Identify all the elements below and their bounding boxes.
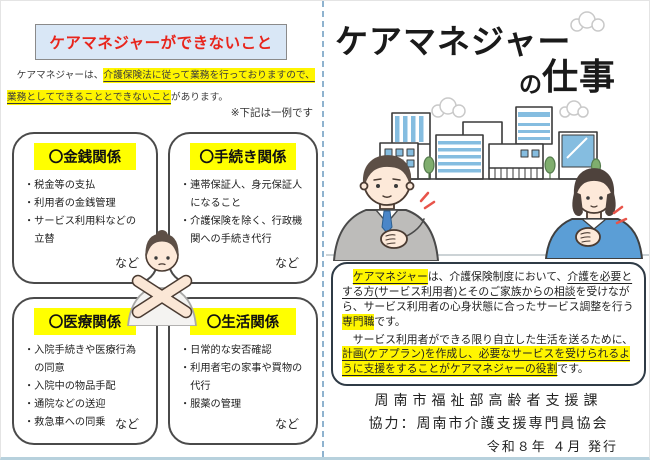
- hair-side: [572, 192, 583, 217]
- box-header: 〇生活関係: [190, 308, 296, 335]
- publisher-name: 周南市福祉部高齢者支援課: [374, 392, 603, 408]
- list-item: ・サービス利用料などの立替: [24, 215, 137, 245]
- publisher-footer: 周南市福祉部高齢者支援課 協力：周南市介護支援専門員協会 令和８年 ４月 発行: [331, 390, 646, 455]
- text-segment: ケアマネジャーは、: [7, 70, 104, 81]
- cannot-do-title: ケアマネジャーができないこと: [49, 35, 273, 52]
- left-panel-cannot-do: ケアマネジャーができないこと ケアマネジャーは、介護保険法に従って業務を行ってお…: [1, 1, 323, 457]
- box-money-matters: 〇金銭関係 ・税金等の支払・利用者の金銭管理・サービス利用料などの立替 など: [12, 132, 158, 284]
- box-header: 〇金銭関係: [34, 143, 136, 170]
- job-description-paragraph-2: サービス利用者ができる限り自立した生活を送るために、計画(ケアプラン)を作成し、…: [342, 333, 635, 378]
- woman-x-gesture-illustration: [127, 230, 197, 326]
- job-title-word: 仕事: [542, 56, 617, 97]
- example-note: ※下記は一例です: [230, 107, 313, 119]
- list-item: ・日常的な安否確認: [180, 345, 272, 356]
- etc-label: など: [114, 256, 139, 270]
- list-item: ・通院などの送迎: [24, 398, 106, 410]
- text-segment: 業務としてできることとできないこと: [7, 90, 171, 106]
- care-manager-man-illustration: [333, 155, 439, 261]
- box-item-list: ・入院手続きや医療行為の同意・入院中の物品手配・通院などの送迎・救急車への同乗: [20, 342, 150, 432]
- cloud-icon: [570, 11, 605, 32]
- list-item: ・介護保険を除く、行政機関への手続き代行: [180, 215, 303, 245]
- box-header: 〇手続き関係: [190, 143, 296, 170]
- list-item: ・税金等の支払: [24, 180, 96, 191]
- emphasis-marks: [419, 191, 436, 210]
- hair-side: [605, 192, 616, 217]
- box-item-list: ・連帯保証人、身元保証人になること・介護保険を除く、行政機関への手続き代行: [176, 177, 310, 249]
- text-segment: [342, 271, 353, 283]
- list-item: ・利用者宅の家事や買物の代行: [180, 362, 303, 392]
- list-item: ・入院手続きや医療行為の同意: [24, 345, 137, 374]
- fold-divider-line: [322, 1, 324, 457]
- cannot-do-title-box: ケアマネジャーができないこと: [35, 24, 287, 60]
- cooperation-credit: 協力：周南市介護支援専門員協会: [368, 415, 609, 431]
- list-item: ・救急車への同乗: [24, 416, 106, 428]
- job-title-particle: の: [519, 71, 542, 97]
- clouds: [431, 97, 589, 118]
- care-manager-woman-illustration: [545, 168, 643, 259]
- job-description-box: ケアマネジャーは、介護保険制度において、介護を必要とする方(サービス利用者)とそ…: [331, 262, 646, 387]
- job-description-paragraph-1: ケアマネジャーは、介護保険制度において、介護を必要とする方(サービス利用者)とそ…: [342, 269, 635, 330]
- text-segment: は、介護保険制度において、: [427, 271, 568, 283]
- etc-label: など: [274, 256, 299, 270]
- list-item: ・服薬の管理: [180, 398, 242, 410]
- etc-label: など: [274, 417, 299, 431]
- text-segment: 専門職: [342, 313, 375, 330]
- text-segment: 介護を必要とする方(サービス利用者)とそのご家族からの相談: [342, 271, 633, 298]
- cannot-do-intro-paragraph: ケアマネジャーは、介護保険法に従って業務を行っておりますので、業務としてできるこ…: [7, 65, 321, 109]
- box-item-list: ・税金等の支払・利用者の金銭管理・サービス利用料などの立替: [20, 177, 150, 249]
- trees: [423, 156, 602, 179]
- text-segment: ケアマネジャー: [352, 269, 428, 285]
- job-title-line2: の 仕事: [519, 48, 616, 100]
- issue-date: 令和８年 ４月 発行: [486, 439, 618, 454]
- emphasis-marks: [612, 205, 628, 225]
- box-item-list: ・日常的な安否確認・利用者宅の家事や買物の代行・服薬の管理: [176, 342, 310, 414]
- etc-label: など: [114, 417, 139, 431]
- text-segment: サービス利用者ができる限り自立した生活を送るために、: [342, 333, 633, 346]
- box-header: 〇医療関係: [34, 308, 136, 335]
- job-title-line1: ケアマネジャー: [335, 23, 572, 60]
- right-panel-job: ケアマネジャー の 仕事: [326, 1, 649, 457]
- text-segment: があります。: [170, 92, 229, 104]
- text-segment: 介護保険法に従って業務を行っておりますので、: [103, 68, 315, 83]
- list-item: ・利用者の金銭管理: [24, 197, 116, 209]
- list-item: ・連帯保証人、身元保証人になること: [180, 180, 303, 209]
- text-segment: です。: [557, 363, 589, 376]
- box-procedure-matters: 〇手続き関係 ・連帯保証人、身元保証人になること・介護保険を除く、行政機関への手…: [168, 132, 318, 284]
- text-segment: を受けながら、サービス利用者の心身状態に合ったサービス調整を行う: [342, 285, 634, 313]
- crossed-arms: [131, 274, 193, 319]
- list-item: ・入院中の物品手配: [24, 380, 116, 392]
- text-segment: です。: [374, 315, 406, 328]
